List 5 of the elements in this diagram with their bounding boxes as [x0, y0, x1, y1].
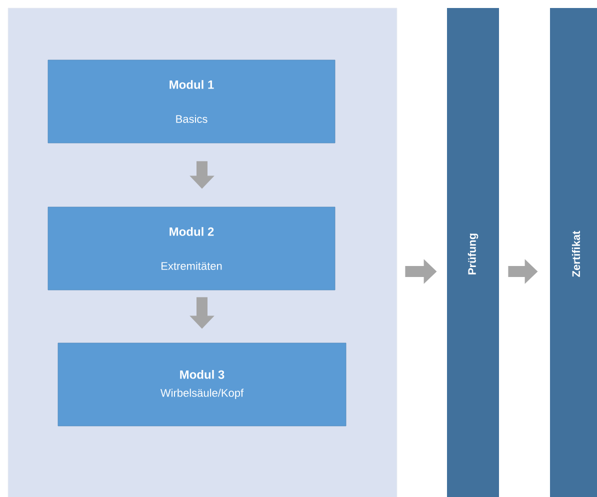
- module-box: Modul 3 Wirbelsäule/Kopf: [58, 342, 346, 426]
- module-box: Modul 2 Extremitäten: [48, 206, 336, 290]
- stage-bar: Zertifikat: [550, 8, 597, 497]
- module-box: Modul 1 Basics: [48, 60, 336, 144]
- stage-bar: Prüfung: [447, 8, 499, 497]
